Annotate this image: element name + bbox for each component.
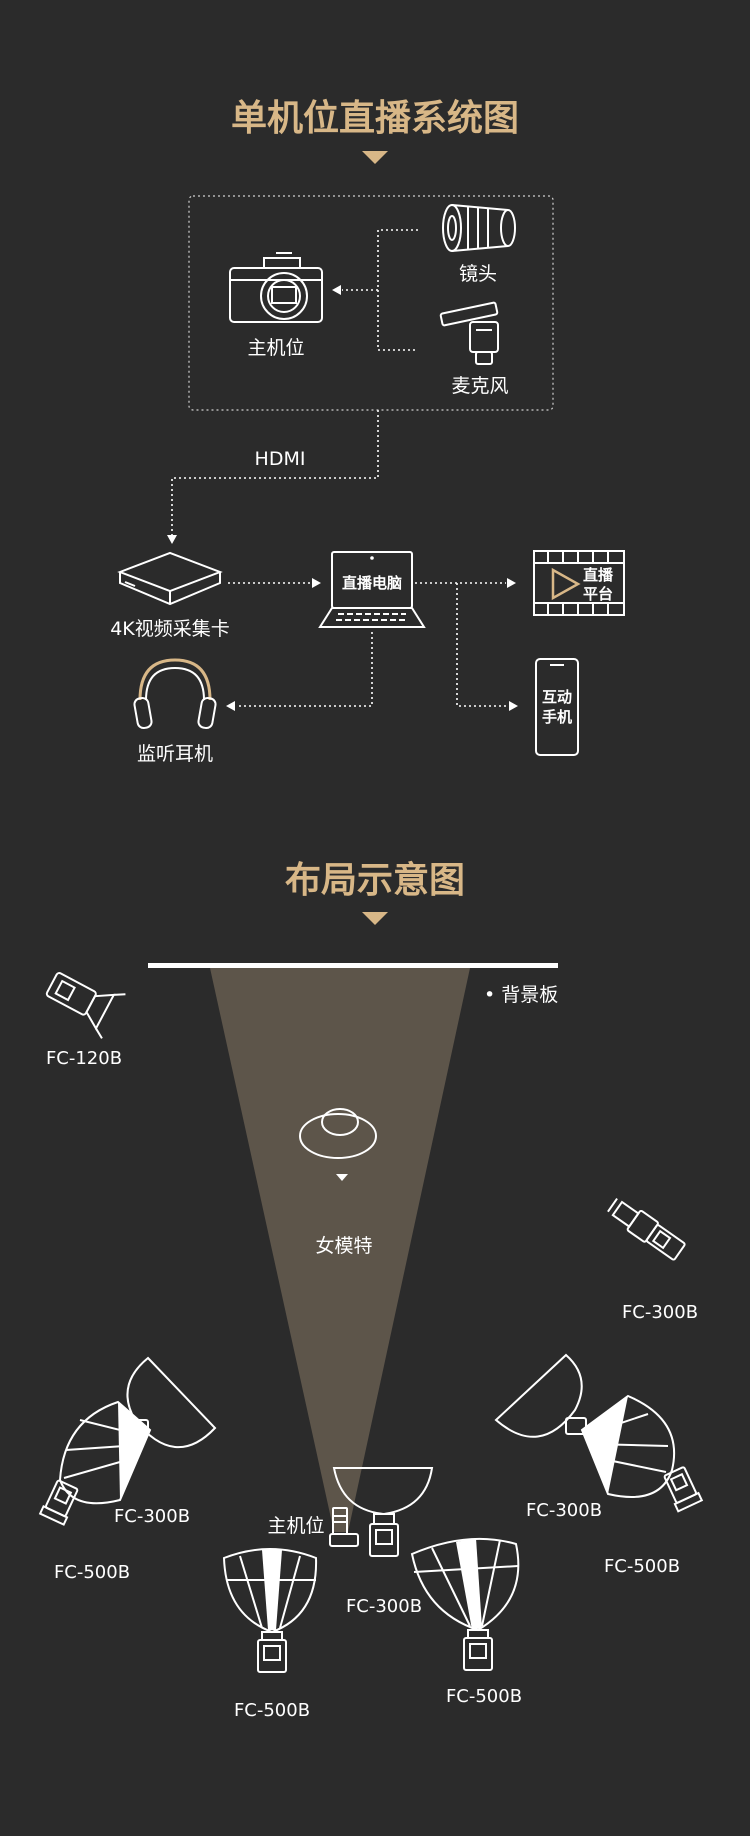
backdrop-label: • 背景板 [484,984,558,1006]
platform-label-line2: 平台 [583,585,613,603]
main-camera-label: 主机位 [247,337,304,359]
fc-300b-center-light-icon [369,1513,399,1557]
camera-view-beam [210,968,470,1532]
hdmi-connector [171,410,379,535]
capture-card-icon [117,551,223,606]
laptop-icon [318,551,426,628]
backdrop [148,963,558,968]
computer-label: 直播电脑 [342,574,402,592]
phone-icon [535,658,579,756]
to-platform-arrow-icon [507,578,516,588]
layout-diagram-title: 布局示意图 [285,860,465,901]
computer-to-phone-connector [456,583,508,707]
fc-300b-left-label: FC-300B [114,1506,190,1527]
bottom-left-softbox-icon [222,1548,318,1673]
headphones-label: 监听耳机 [137,743,213,765]
card-to-computer-arrow-icon [312,578,321,588]
live-platform-icon [533,550,625,616]
fc-500b-bottom-left-label: FC-500B [234,1700,310,1721]
hdmi-arrow-icon [167,535,177,544]
platform-label-line1: 直播 [583,566,614,584]
fc-300b-center-label: FC-300B [346,1596,422,1617]
fc-300b-right-softbox-label: FC-300B [526,1500,602,1521]
main-camera-position-icon [329,1507,359,1547]
phone-label-line1: 互动 [542,688,572,706]
fc-300b-right-light-icon [607,1197,686,1261]
fc-500b-right-label: FC-500B [604,1556,680,1577]
lens-label: 镜头 [459,263,497,285]
hdmi-label: HDMI [255,448,306,470]
title-arrow-icon [362,151,388,164]
to-camera-arrow-icon [332,285,341,295]
right-reflector-icon [494,1353,583,1438]
fc-500b-left-label: FC-500B [54,1562,130,1583]
fc-500b-bottom-right-label: FC-500B [446,1686,522,1707]
computer-to-headphones-connector [236,632,373,707]
model-figure-icon [299,1108,377,1181]
main-camera-position-label: 主机位 [267,1515,324,1537]
camera-icon [229,252,323,323]
fc-300b-right-label: FC-300B [622,1302,698,1323]
capture-card-label: 4K视频采集卡 [110,618,230,640]
fc-500b-right-light-icon [663,1466,704,1513]
system-diagram-title: 单机位直播系统图 [231,98,519,139]
headphones-icon [133,658,217,730]
fc-500b-left-light-icon [38,1479,79,1526]
layout-title-arrow-icon [362,912,388,925]
lens-mic-connector [377,229,418,351]
fc-120b-light-icon [45,972,126,1039]
right-parabolic-softbox-icon [565,1394,676,1498]
lens-icon [442,204,516,252]
phone-label-line2: 手机 [542,708,572,726]
microphone-icon [439,301,499,365]
camera-kit-group [188,195,554,411]
bottom-right-softbox-icon [410,1537,520,1671]
to-phone-arrow-icon [509,701,518,711]
microphone-label: 麦克风 [451,375,508,397]
fc-120b-label: FC-120B [46,1048,122,1069]
model-label: 女模特 [315,1235,372,1257]
to-headphones-arrow-icon [226,701,235,711]
